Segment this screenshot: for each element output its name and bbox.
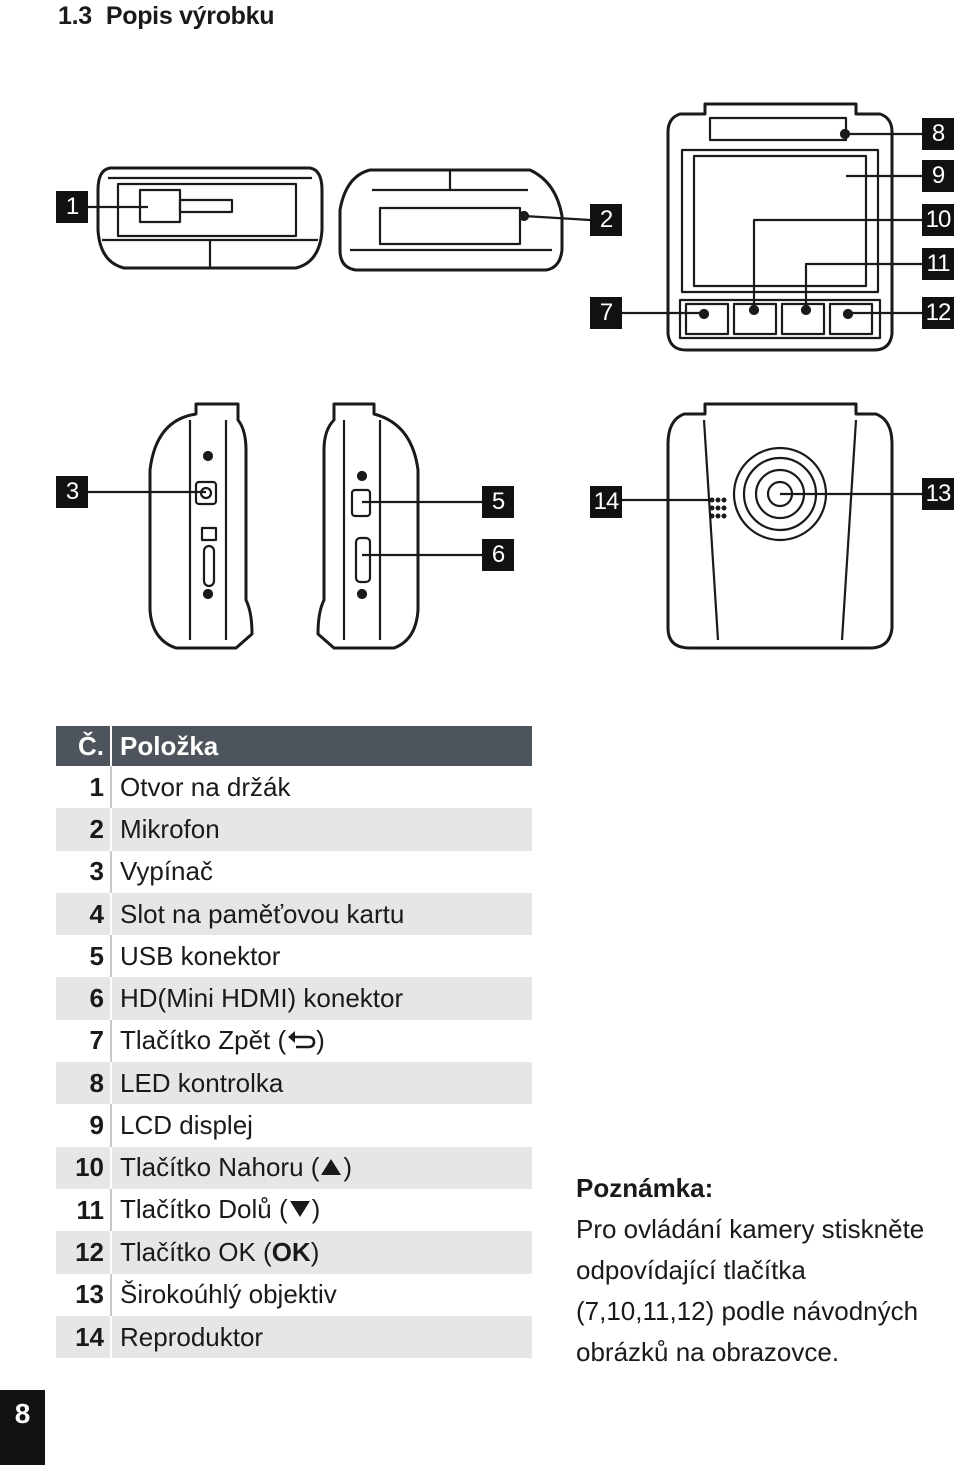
item-number: 12 [56, 1231, 112, 1274]
product-diagram [88, 102, 922, 650]
col-item-header: Položka [111, 726, 532, 766]
section-title: Popis výrobku [105, 2, 275, 30]
item-cell: Reproduktor [111, 1315, 532, 1359]
item-number: 2 [56, 808, 112, 851]
item-number: 5 [56, 935, 112, 978]
callout-1: 1 [56, 191, 88, 223]
item-label: Reproduktor [120, 1321, 264, 1352]
item-label: Tlačítko Zpět ( [120, 1024, 287, 1055]
item-number: 14 [56, 1315, 112, 1359]
item-label: HD(Mini HDMI) konektor [120, 983, 404, 1014]
item-cell: HD(Mini HDMI) konektor [111, 977, 532, 1020]
table-row: 4 Slot na paměťovou kartu [56, 892, 532, 936]
callout-2: 2 [590, 204, 622, 236]
page-number: 8 [0, 1390, 45, 1465]
item-cell: Mikrofon [111, 808, 532, 851]
item-number: 7 [56, 1019, 112, 1063]
item-label: Tlačítko Dolů ( [120, 1193, 288, 1224]
item-number: 11 [56, 1188, 112, 1232]
callout-10: 10 [922, 204, 954, 236]
note-text: Pro ovládání kamery stiskněte odpovídají… [576, 1214, 925, 1367]
item-label-suffix: ) [310, 1236, 320, 1267]
item-label-suffix: ) [316, 1024, 325, 1055]
section-heading: 1.3 Popis výrobku [58, 2, 275, 31]
item-cell: LCD displej [111, 1104, 532, 1146]
item-cell: Slot na paměťovou kartu [111, 892, 532, 936]
table-row: 2 Mikrofon [56, 808, 532, 851]
callout-13: 13 [922, 478, 954, 510]
camera-front-view [666, 402, 894, 650]
item-number: 6 [56, 977, 112, 1020]
callout-12: 12 [922, 297, 954, 329]
callout-9: 9 [922, 160, 954, 192]
item-label: Slot na paměťovou kartu [120, 898, 405, 929]
return-arrow-icon [286, 1026, 316, 1057]
item-label: Otvor na držák [120, 771, 291, 802]
item-number: 13 [56, 1273, 112, 1316]
table-row: 5 USB konektor [56, 935, 532, 978]
callout-7: 7 [590, 297, 622, 329]
item-label: USB konektor [120, 940, 281, 971]
table-row: 3 Vypínač [56, 850, 532, 893]
item-number: 3 [56, 850, 112, 893]
item-cell: Tlačítko OK (OK) [111, 1231, 532, 1274]
item-number: 9 [56, 1104, 112, 1147]
item-cell: USB konektor [111, 935, 532, 977]
item-label-suffix: ) [343, 1151, 353, 1182]
note-box: Poznámka: Pro ovládání kamery stiskněte … [576, 1168, 946, 1373]
table-row: 8 LED kontrolka [56, 1062, 532, 1105]
table-row: 13 Širokoúhlý objektiv [56, 1273, 532, 1316]
col-number-header: Č. [56, 726, 112, 766]
item-number: 1 [56, 766, 112, 809]
item-number: 4 [56, 892, 112, 936]
speaker-grille-icon [709, 497, 727, 519]
item-label: Tlačítko Nahoru ( [120, 1151, 320, 1182]
camera-left-side-view [148, 402, 254, 650]
callout-8: 8 [922, 118, 954, 150]
item-cell: Tlačítko Nahoru () [111, 1146, 532, 1189]
table-row: 1 Otvor na držák [56, 766, 532, 809]
item-cell: Tlačítko Zpět () [111, 1020, 532, 1062]
table-row: 6 HD(Mini HDMI) konektor [56, 977, 532, 1020]
camera-top-view [96, 166, 324, 270]
item-label: LED kontrolka [120, 1067, 284, 1098]
table-row: 14 Reproduktor [56, 1315, 532, 1359]
up-triangle-icon [319, 1153, 343, 1184]
item-label: Vypínač [120, 856, 213, 887]
item-cell: Vypínač [111, 851, 532, 893]
note-title: Poznámka: [576, 1173, 714, 1203]
callout-3: 3 [56, 476, 88, 508]
callout-11: 11 [922, 248, 954, 280]
parts-table: Č. Položka 1 Otvor na držák 2 Mikrofon 3 Vypí… [56, 726, 532, 1359]
camera-right-side-view [316, 402, 420, 650]
item-number: 8 [56, 1062, 112, 1105]
callout-leader-lines [88, 132, 922, 557]
ok-symbol: OK [271, 1236, 311, 1267]
item-number: 10 [56, 1146, 112, 1189]
item-cell: LED kontrolka [111, 1062, 532, 1105]
item-label-suffix: ) [311, 1193, 321, 1224]
callout-5: 5 [482, 486, 514, 518]
table-header-row: Č. Položka [56, 726, 532, 766]
item-label: Mikrofon [120, 813, 220, 844]
item-cell: Tlačítko Dolů () [111, 1189, 532, 1231]
item-label: Tlačítko OK ( [120, 1236, 272, 1267]
item-label: LCD displej [120, 1110, 253, 1141]
callout-6: 6 [482, 539, 514, 571]
camera-rear-top-view [338, 168, 564, 272]
section-number: 1.3 [58, 2, 92, 30]
item-cell: Širokoúhlý objektiv [111, 1274, 532, 1316]
callout-14: 14 [590, 486, 622, 518]
table-row: 9 LCD displej [56, 1104, 532, 1147]
item-label: Širokoúhlý objektiv [120, 1279, 337, 1310]
item-cell: Otvor na držák [111, 766, 532, 808]
down-triangle-icon [288, 1195, 312, 1226]
